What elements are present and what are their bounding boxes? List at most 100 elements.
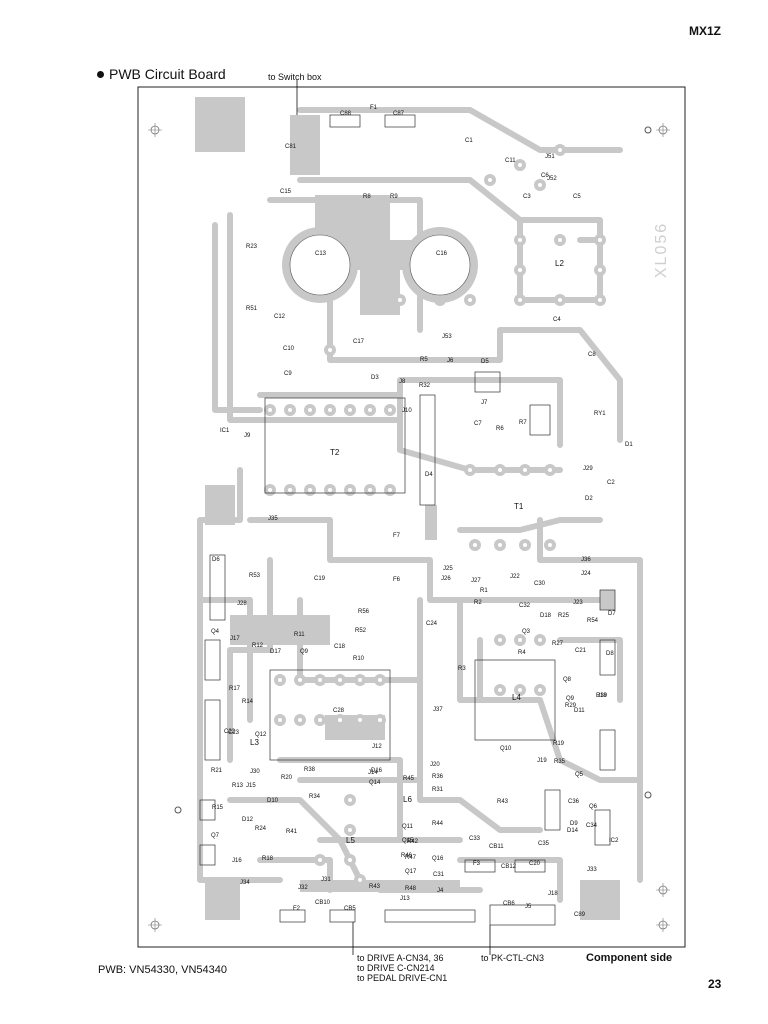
- component-label: D12: [242, 817, 254, 823]
- component-label: R52: [355, 628, 367, 634]
- fiducial-cross: [656, 123, 670, 137]
- component-label: R9: [390, 194, 398, 200]
- component-label: R7: [519, 420, 527, 426]
- bullet-icon: [97, 70, 104, 78]
- component-label: CB5: [344, 906, 356, 912]
- component-label: C20: [529, 861, 541, 867]
- via-hole: [518, 163, 522, 167]
- via-hole: [558, 238, 562, 242]
- component-label: R14: [242, 699, 254, 705]
- via-hole: [468, 298, 472, 302]
- component-label: L4: [512, 693, 521, 702]
- copper-trace: [257, 857, 333, 893]
- page-number: 23: [708, 977, 722, 991]
- component-label: R19: [553, 741, 565, 747]
- via-hole: [348, 408, 352, 412]
- component-outline: [204, 639, 221, 681]
- component-outline: [474, 371, 501, 393]
- component-label: Q16: [432, 856, 444, 862]
- mount-hole: [644, 791, 652, 799]
- via-hole: [328, 408, 332, 412]
- component-label: R42: [407, 839, 419, 845]
- component-label: D9: [570, 821, 578, 827]
- component-label: R35: [554, 759, 566, 765]
- component-label: C8: [588, 352, 596, 358]
- component-label: C31: [433, 872, 445, 878]
- component-label: C16: [436, 251, 448, 257]
- via-hole: [288, 488, 292, 492]
- component-label: D16: [371, 768, 383, 774]
- component-label: J27: [471, 578, 481, 584]
- note-drive-c: to DRIVE C-CN214: [357, 963, 435, 973]
- component-label: C17: [353, 339, 365, 345]
- via-hole: [378, 678, 382, 682]
- via-hole: [523, 543, 527, 547]
- component-label: C89: [574, 912, 586, 918]
- via-hole: [298, 678, 302, 682]
- component-label: J36: [581, 557, 591, 563]
- component-label: R39: [596, 693, 608, 699]
- component-outline: [419, 394, 436, 506]
- component-label: R53: [249, 573, 261, 579]
- component-outline: [199, 844, 216, 866]
- component-label: L5: [346, 836, 355, 845]
- component-label: L6: [403, 795, 412, 804]
- via-hole: [318, 718, 322, 722]
- component-label: R25: [558, 613, 570, 619]
- component-label: J13: [400, 896, 410, 902]
- via-hole: [308, 488, 312, 492]
- component-label: J7: [481, 400, 488, 406]
- component-label: J29: [583, 466, 593, 472]
- section-title: PWB Circuit Board: [97, 66, 226, 82]
- capacitor-c13-body: [289, 234, 351, 296]
- via-hole: [268, 408, 272, 412]
- fiducial-cross: [656, 918, 670, 932]
- via-hole: [358, 678, 362, 682]
- copper-trace: [417, 597, 543, 833]
- via-hole: [558, 148, 562, 152]
- board-watermark: XL056: [653, 222, 670, 278]
- component-label: D2: [585, 496, 593, 502]
- component-label: C32: [519, 603, 531, 609]
- component-outline: [599, 729, 616, 771]
- component-label: C1: [465, 138, 473, 144]
- component-label: C22: [224, 729, 236, 735]
- component-label: Q15: [402, 838, 414, 844]
- via-hole: [598, 238, 602, 242]
- component-outline: [514, 859, 546, 873]
- component-label: R36: [432, 774, 444, 780]
- component-label: J18: [548, 891, 558, 897]
- component-label: C81: [285, 144, 297, 150]
- copper-pad: [360, 270, 400, 315]
- component-label: R8: [363, 194, 371, 200]
- component-label: J30: [250, 769, 260, 775]
- component-label: C6: [541, 173, 549, 179]
- component-label: J33: [587, 867, 597, 873]
- via-hole: [348, 798, 352, 802]
- component-label: J18: [597, 693, 607, 699]
- via-hole: [538, 688, 542, 692]
- component-label: R48: [405, 886, 417, 892]
- component-label: R24: [255, 826, 267, 832]
- component-label: R44: [432, 821, 444, 827]
- component-label: R12: [252, 643, 264, 649]
- component-label: D14: [567, 828, 579, 834]
- component-label: C7: [474, 421, 482, 427]
- component-label: R46: [401, 853, 413, 859]
- component-label: L3: [250, 738, 259, 747]
- component-label: J15: [246, 783, 256, 789]
- component-label: C2: [607, 480, 615, 486]
- component-label: J35: [268, 516, 278, 522]
- component-label: R2: [474, 600, 482, 606]
- component-label: C9: [284, 371, 292, 377]
- component-label: T1: [514, 502, 524, 511]
- via-hole: [368, 488, 372, 492]
- component-label: Q12: [255, 732, 267, 738]
- via-hole: [298, 718, 302, 722]
- component-outline: [329, 909, 356, 923]
- via-hole: [358, 718, 362, 722]
- component-label: F7: [393, 533, 401, 539]
- copper-pad: [600, 590, 615, 610]
- component-outline: [329, 114, 361, 128]
